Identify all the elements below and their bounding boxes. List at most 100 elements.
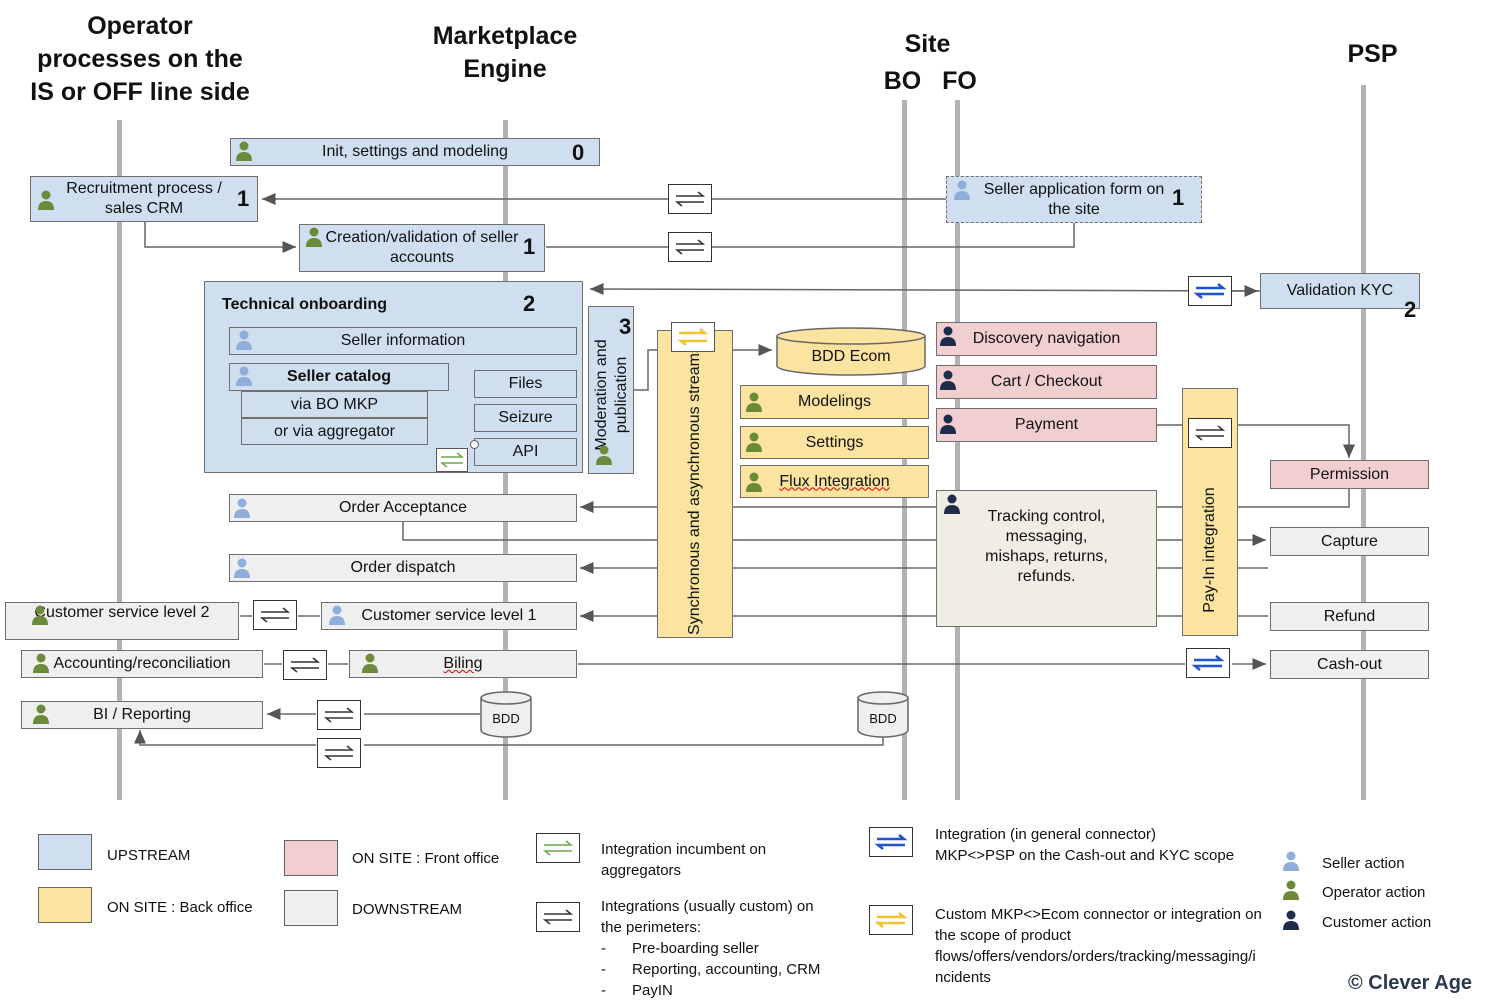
cs-level1-label: Customer service level 1: [361, 607, 537, 624]
files-box[interactable]: Files: [474, 370, 577, 398]
api-label: API: [512, 443, 539, 460]
header-marketplace: Marketplace Engine: [410, 20, 600, 86]
legend-ecom-line4: ncidents: [935, 969, 991, 986]
seizure-box[interactable]: Seizure: [474, 404, 577, 432]
seller-form-box[interactable]: Seller application form on the site: [946, 176, 1202, 223]
init-box[interactable]: Init, settings and modeling: [230, 138, 600, 166]
validation-kyc-box[interactable]: Validation KYC: [1260, 273, 1420, 309]
cs-swap-icon: [253, 600, 297, 630]
billing-label: Biling: [443, 655, 483, 672]
validation-kyc-label: Validation KYC: [1286, 282, 1394, 299]
files-label: Files: [508, 375, 543, 392]
order-dispatch-box[interactable]: Order dispatch: [229, 554, 577, 582]
seizure-label: Seizure: [498, 409, 553, 426]
seller-information-label: Seller information: [340, 332, 466, 349]
legend-downstream-swatch: [284, 890, 338, 926]
moderation-number: 3: [619, 314, 632, 339]
bdd-ecom-label: BDD Ecom: [811, 348, 891, 365]
accounting-box[interactable]: Accounting/reconciliation: [21, 650, 263, 678]
legend-seller-label: Seller action: [1322, 855, 1405, 872]
seller-info-person-icon: [236, 330, 252, 350]
via-bo-box[interactable]: via BO MKP: [241, 391, 428, 418]
init-person-icon: [236, 141, 252, 161]
legend-ecom-text: Custom MKP<>Ecom connector or integratio…: [935, 904, 1262, 988]
creation-number: 1: [523, 234, 536, 259]
billing-box[interactable]: Biling: [349, 650, 577, 678]
legend-operator-label: Operator action: [1322, 884, 1426, 901]
legend-bo-swatch: [38, 887, 92, 923]
header-marketplace-line2: Engine: [463, 55, 547, 83]
discovery-box[interactable]: Discovery navigation: [936, 322, 1157, 356]
legend-custom-text: Integrations (usually custom) on the per…: [601, 896, 820, 1001]
flux-integration-box[interactable]: Flux Integration: [740, 465, 929, 498]
header-operator-line1: Operator: [87, 12, 193, 40]
permission-box[interactable]: Permission: [1270, 460, 1429, 489]
settings-label: Settings: [805, 433, 864, 451]
pay-in-label: Pay-In integration: [1201, 487, 1218, 613]
legend-ecom-line3: flows/offers/vendors/orders/tracking/mes…: [935, 948, 1256, 965]
header-operator: Operator processes on the IS or OFF line…: [20, 10, 260, 109]
aggregator-swap-icon: [436, 448, 468, 472]
seller-information-box[interactable]: Seller information: [229, 327, 577, 355]
legend-custom-line2: the perimeters:: [601, 919, 702, 936]
via-aggregator-label: or via aggregator: [274, 422, 395, 440]
ecom-swap-icon: [671, 322, 715, 352]
init-number: 0: [572, 140, 585, 165]
recruitment-label: Recruitment process / sales CRM: [66, 180, 222, 217]
legend-aggregator-line1: Integration incumbent on: [601, 841, 767, 858]
legend-ecom-icon: [869, 905, 913, 935]
tracking-person-icon: [944, 494, 960, 514]
cashout-box[interactable]: Cash-out: [1270, 650, 1429, 679]
cart-label: Cart / Checkout: [990, 373, 1103, 390]
cashout-swap-icon: [1186, 648, 1230, 678]
lane-fo: [955, 100, 960, 800]
legend-upstream-swatch: [38, 834, 92, 870]
payment-box[interactable]: Payment: [936, 408, 1157, 442]
cs-level1-person-icon: [329, 605, 345, 625]
seller-catalog-label: Seller catalog: [286, 368, 392, 385]
recruitment-person-icon: [38, 190, 54, 210]
legend-ecom-line1: Custom MKP<>Ecom connector or integratio…: [935, 906, 1262, 923]
cart-box[interactable]: Cart / Checkout: [936, 365, 1157, 399]
lane-operator: [117, 120, 122, 800]
pay-in-swap-icon: [1188, 418, 1232, 448]
legend-upstream-label: UPSTREAM: [107, 847, 191, 864]
refund-box[interactable]: Refund: [1270, 602, 1429, 631]
moderation-person-icon: [596, 445, 612, 465]
modelings-person-icon: [746, 392, 762, 412]
sync-streams-box[interactable]: [657, 330, 733, 638]
legend-downstream-label: DOWNSTREAM: [352, 901, 462, 918]
flux-integration-label: Flux Integration: [779, 472, 890, 490]
cs-level1-box[interactable]: Customer service level 1: [321, 602, 577, 630]
tracking-box[interactable]: Tracking control, messaging, mishaps, re…: [936, 490, 1157, 627]
seller-form-number: 1: [1172, 185, 1185, 210]
copyright-label: © Clever Age: [1348, 972, 1473, 994]
legend-custom-item2: -Reporting, accounting, CRM: [601, 961, 821, 978]
modelings-box[interactable]: Modelings: [740, 385, 929, 419]
creation-swap-icon: [668, 232, 712, 262]
header-psp: PSP: [1347, 40, 1398, 68]
moderation-box[interactable]: [588, 306, 634, 474]
creation-person-icon: [306, 227, 322, 247]
seller-form-label: Seller application form on the site: [983, 180, 1165, 218]
bdd-label-1: BDD: [492, 711, 520, 726]
legend-aggregator-line2: aggregators: [601, 862, 682, 879]
recruitment-box[interactable]: Recruitment process / sales CRM: [30, 176, 258, 222]
legend-custom-item1: -Pre-boarding seller: [601, 940, 759, 957]
bi-reporting-box[interactable]: BI / Reporting: [21, 701, 263, 729]
capture-box[interactable]: Capture: [1270, 527, 1429, 556]
technical-onboarding-title: Technical onboarding: [222, 296, 388, 313]
seller-form-person-icon: [954, 180, 970, 200]
order-acceptance-box[interactable]: Order Acceptance: [229, 494, 577, 522]
legend-custom-icon: [536, 902, 580, 932]
api-box[interactable]: API: [474, 438, 577, 466]
seller-catalog-person-icon: [236, 366, 252, 386]
bdd-cylinder-2: [857, 691, 909, 738]
seller-catalog-box[interactable]: Seller catalog: [229, 363, 449, 391]
via-aggregator-box[interactable]: or via aggregator: [241, 418, 428, 445]
creation-box[interactable]: Creation/validation of seller accounts: [299, 224, 545, 272]
discovery-person-icon: [940, 326, 956, 346]
bdd-ecom-cylinder: [776, 327, 926, 376]
settings-box[interactable]: Settings: [740, 426, 929, 459]
cashout-label: Cash-out: [1317, 655, 1382, 673]
